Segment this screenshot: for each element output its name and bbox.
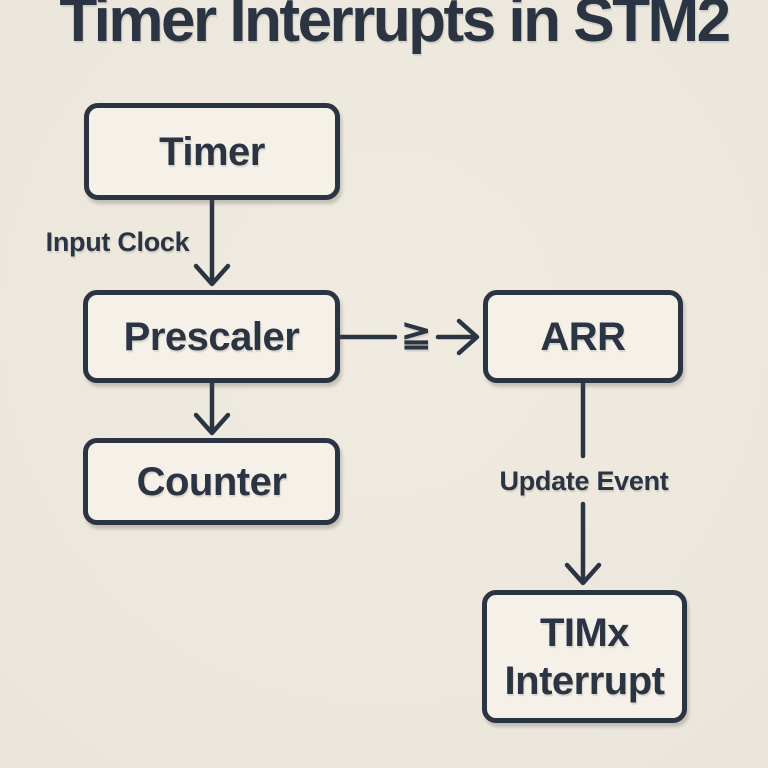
node-timx-interrupt: TIMx Interrupt xyxy=(482,590,687,723)
node-counter-label: Counter xyxy=(136,459,287,504)
arrow-down-icon xyxy=(564,562,602,586)
node-timer-label: Timer xyxy=(159,129,265,174)
edge-label-update-event: Update Event xyxy=(499,466,669,496)
greater-equal-icon: ≧ xyxy=(401,313,431,354)
arrow-right-icon xyxy=(456,318,480,356)
edge-label-input-clock: Input Clock xyxy=(45,227,190,257)
node-arr: ARR xyxy=(483,290,683,383)
node-timer: Timer xyxy=(84,103,340,200)
node-timx-interrupt-label: TIMx Interrupt xyxy=(504,610,665,703)
node-prescaler-label: Prescaler xyxy=(123,314,300,359)
diagram-title: Timer Interrupts in STM2 xyxy=(59,0,731,55)
node-prescaler: Prescaler xyxy=(83,290,340,383)
arrow-down-icon xyxy=(193,412,231,436)
node-arr-label: ARR xyxy=(540,314,626,359)
arrow-down-icon xyxy=(193,263,231,287)
node-counter: Counter xyxy=(83,438,340,525)
